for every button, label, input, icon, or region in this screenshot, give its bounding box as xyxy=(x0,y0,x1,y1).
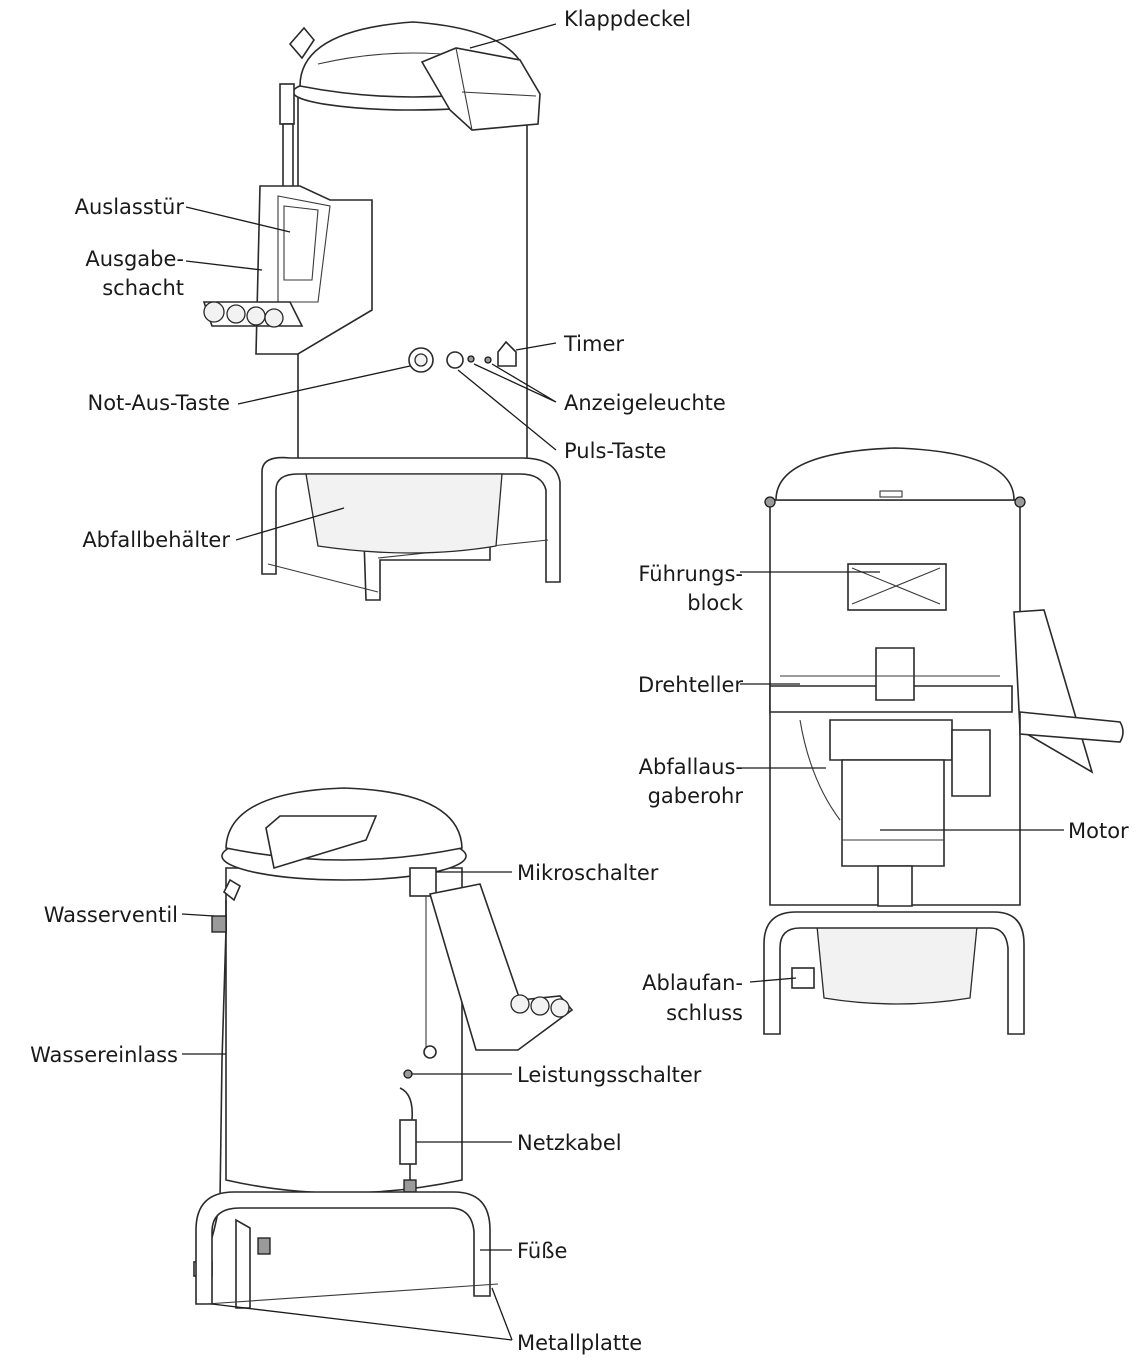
front-view-machine xyxy=(202,21,561,601)
label-abfallausgaberohr-2: gaberohr xyxy=(648,784,744,808)
label-motor: Motor xyxy=(1068,819,1129,843)
leader-metallplatte xyxy=(211,1287,513,1341)
leader-puls xyxy=(457,369,557,451)
label-abfallbehaelter: Abfallbehälter xyxy=(82,528,230,552)
label-fuesse: Füße xyxy=(517,1239,567,1263)
label-netzkabel: Netzkabel xyxy=(517,1131,622,1155)
label-klappdeckel: Klappdeckel xyxy=(564,7,691,31)
leader-auslasstuer xyxy=(185,206,291,233)
leader-not-aus xyxy=(237,365,411,405)
leader-klappdeckel xyxy=(469,23,557,49)
leader-timer xyxy=(515,342,557,351)
leader-abfallbehaelter xyxy=(235,507,345,541)
leader-ausgabeschacht xyxy=(185,260,263,271)
rear-view-machine xyxy=(193,787,574,1309)
label-ablaufanschluss-1: Ablaufan- xyxy=(642,971,743,995)
label-fuehrungsblock-2: block xyxy=(687,591,744,615)
label-ausgabeschacht-2: schacht xyxy=(102,276,184,300)
side-view-machine xyxy=(763,447,1124,1035)
label-auslasstuer: Auslasstür xyxy=(75,195,185,219)
label-anzeigeleuchte: Anzeigeleuchte xyxy=(564,391,726,415)
labels: Klappdeckel Auslasstür Ausgabe- schacht … xyxy=(30,7,1129,1355)
label-abfallausgaberohr-1: Abfallaus- xyxy=(639,755,743,779)
leader-ablaufanschluss xyxy=(749,977,797,983)
label-metallplatte: Metallplatte xyxy=(517,1331,642,1355)
label-ausgabeschacht-1: Ausgabe- xyxy=(85,247,184,271)
label-wassereinlass: Wassereinlass xyxy=(30,1043,178,1067)
label-not-aus-taste: Not-Aus-Taste xyxy=(88,391,231,415)
label-timer: Timer xyxy=(563,332,624,356)
label-leistungsschalter: Leistungsschalter xyxy=(517,1063,702,1087)
label-wasserventil: Wasserventil xyxy=(44,903,178,927)
label-ablaufanschluss-2: schluss xyxy=(666,1001,743,1025)
label-puls-taste: Puls-Taste xyxy=(564,439,666,463)
leader-anzeigeleuchte xyxy=(473,363,557,403)
label-fuehrungsblock-1: Führungs- xyxy=(638,562,743,586)
leader-wasserventil xyxy=(181,913,215,917)
label-drehteller: Drehteller xyxy=(638,673,743,697)
label-mikroschalter: Mikroschalter xyxy=(517,861,659,885)
